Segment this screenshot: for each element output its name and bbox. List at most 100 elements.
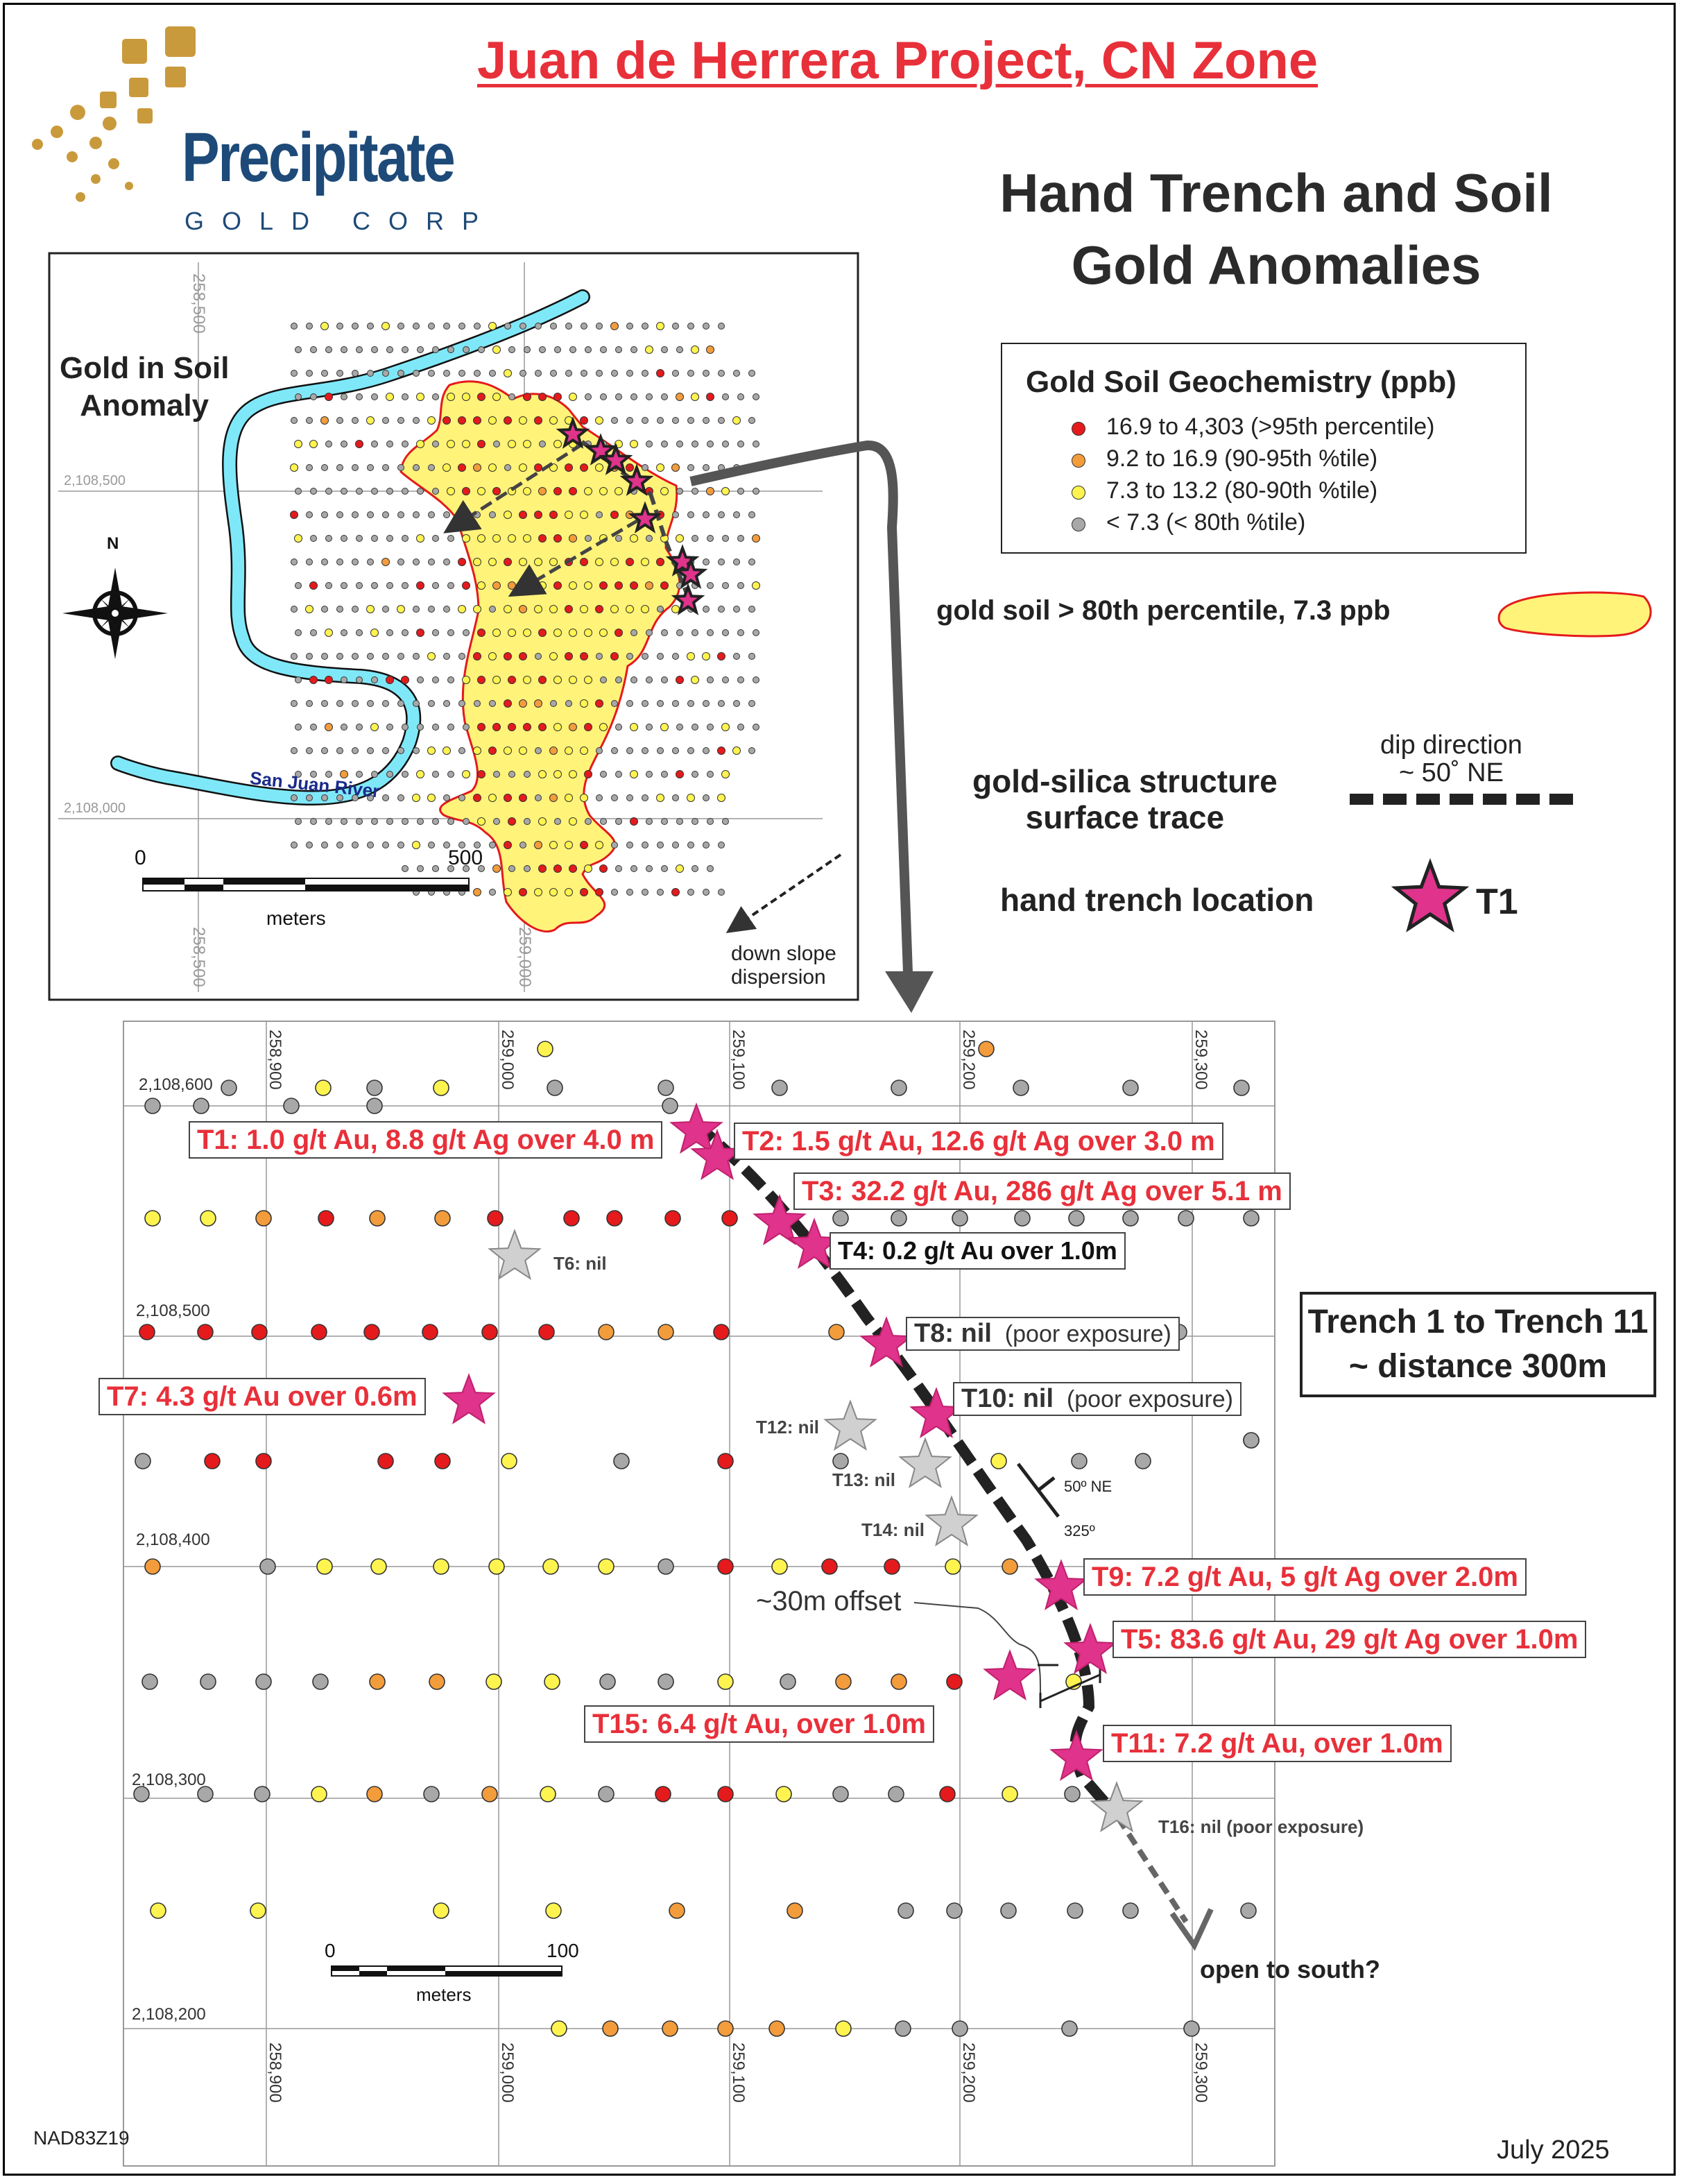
inset-soil-sample: [615, 818, 622, 825]
inset-soil-sample: [356, 676, 363, 683]
inset-soil-sample: [428, 370, 435, 377]
inset-soil-sample: [721, 770, 730, 778]
inset-soil-sample: [584, 864, 592, 873]
inset-soil-sample: [595, 463, 603, 472]
inset-soil-sample: [493, 818, 500, 825]
inset-soil-sample: [687, 794, 695, 802]
dip-label: 50º NE: [1064, 1478, 1112, 1495]
main-soil-sample: [946, 1673, 963, 1690]
inset-soil-sample: [336, 606, 343, 613]
legend-dip-label-line-2: ~ 50˚ NE: [1398, 758, 1504, 787]
inset-soil-sample: [595, 416, 603, 425]
inset-soil-sample: [463, 818, 470, 825]
trench-star-t3: [753, 1194, 807, 1245]
main-scale-100: 100: [547, 1940, 579, 1961]
down-slope-label-line-2: dispersion: [731, 966, 826, 989]
inset-soil-sample: [676, 393, 684, 401]
trench-label-t10-note: (poor exposure): [1066, 1386, 1233, 1413]
main-soil-sample: [366, 1098, 383, 1114]
main-soil-sample: [197, 1324, 214, 1340]
main-soil-sample: [978, 1041, 995, 1057]
inset-soil-sample: [600, 393, 607, 400]
inset-soil-sample: [477, 581, 486, 590]
date-label: July 2025: [1497, 2135, 1610, 2165]
inset-soil-sample: [488, 463, 497, 472]
inset-soil-sample: [702, 652, 710, 660]
trench-label-t16: T16: nil (poor exposure): [1158, 1816, 1364, 1837]
inset-soil-sample: [493, 441, 500, 447]
inset-soil-sample: [524, 771, 531, 778]
inset-soil-sample: [508, 581, 516, 590]
inset-anomaly-label-line-1: Gold in Soil: [60, 351, 230, 385]
main-soil-sample: [255, 1210, 272, 1227]
legend-dot-orange: [1072, 454, 1085, 468]
inset-soil-sample: [371, 818, 378, 825]
inset-soil-sample: [473, 794, 481, 802]
tick-n-2108400: 2,108,400: [136, 1530, 210, 1549]
inset-soil-sample: [519, 605, 527, 613]
main-soil-sample: [283, 1098, 300, 1114]
main-soil-sample: [717, 1558, 734, 1575]
inset-soil-sample: [642, 842, 648, 848]
inset-soil-sample: [581, 323, 587, 330]
inset-soil-sample: [523, 723, 531, 731]
inset-soil-sample: [508, 629, 516, 637]
inset-soil-sample: [447, 629, 454, 636]
inset-soil-sample: [325, 676, 333, 684]
main-soil-sample: [538, 1324, 555, 1340]
inset-soil-sample: [386, 346, 393, 353]
inset-soil-sample: [352, 794, 359, 801]
main-soil-sample: [144, 1098, 161, 1114]
main-soil-sample: [547, 1080, 563, 1096]
inset-soil-sample: [416, 629, 424, 637]
inset-soil-sample: [615, 581, 623, 590]
inset-soil-sample: [732, 747, 741, 755]
inset-soil-sample: [615, 771, 622, 778]
inset-soil-sample: [477, 629, 486, 637]
inset-soil-sample: [417, 818, 424, 825]
inset-soil-sample: [336, 370, 343, 377]
inset-soil-sample: [458, 558, 466, 566]
inset-soil-sample: [341, 629, 347, 636]
inset-soil-sample: [721, 487, 730, 495]
inset-soil-sample: [447, 440, 455, 448]
inset-soil-sample: [748, 700, 755, 707]
inset-soil-sample: [488, 794, 497, 802]
inset-soil-sample: [687, 889, 694, 896]
trench-star-t14: [925, 1495, 979, 1546]
inset-soil-sample: [291, 558, 298, 565]
inset-soil-sample: [626, 605, 634, 613]
north-label: N: [107, 534, 119, 553]
inset-soil-sample: [565, 652, 573, 660]
inset-soil-sample: [580, 841, 588, 849]
inset-soil-sample: [367, 747, 374, 754]
main-soil-sample: [221, 1080, 237, 1096]
inset-soil-sample: [463, 346, 470, 353]
main-soil-sample: [135, 1453, 151, 1469]
inset-soil-sample: [584, 581, 592, 590]
inset-soil-sample: [447, 582, 454, 589]
inset-soil-sample: [553, 723, 562, 731]
main-soil-sample: [1243, 1432, 1260, 1449]
inset-soil-sample: [626, 558, 634, 566]
inset-tick-e1-top: 258,500: [189, 273, 208, 334]
inset-soil-sample: [687, 464, 694, 471]
inset-soil-sample: [320, 416, 329, 425]
inset-soil-samples: [290, 322, 760, 896]
inset-soil-sample: [703, 464, 710, 471]
inset-soil-sample: [687, 747, 694, 754]
trench-label-t15: T15: 6.4 g/t Au, over 1.0m: [584, 1705, 934, 1743]
main-soil-sample: [429, 1673, 445, 1690]
inset-soil-sample: [554, 818, 561, 825]
tick-n-2108600: 2,108,600: [139, 1075, 213, 1094]
inset-soil-sample: [534, 511, 542, 519]
datum-label: NAD83Z19: [33, 2127, 130, 2149]
inset-soil-sample: [569, 723, 577, 731]
inset-soil-sample: [523, 393, 531, 401]
inset-soil-sample: [310, 535, 317, 542]
inset-soil-sample: [443, 653, 450, 660]
inset-soil-sample: [584, 723, 592, 731]
tick-e-259000-bottom: 259,000: [498, 2042, 517, 2103]
inset-soil-sample: [717, 794, 725, 802]
inset-soil-sample: [428, 700, 435, 707]
